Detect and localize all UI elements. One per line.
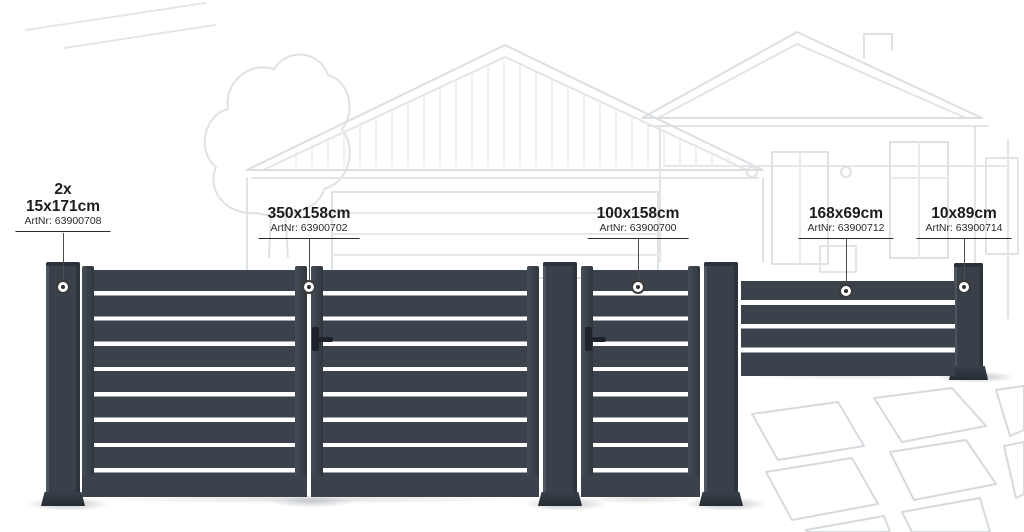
gate-bottom-rail — [311, 476, 539, 497]
callout-marker — [631, 280, 645, 294]
single-gate-lock-plate — [585, 327, 592, 351]
post-base — [699, 492, 743, 506]
right-house-sketch — [641, 31, 1019, 319]
gate-stile-right — [688, 266, 700, 497]
callout-size: 10x89cm — [931, 205, 997, 222]
callout-size: 100x158cm — [596, 205, 680, 222]
callout-single-gate: 100x158cm ArtNr: 63900700 — [587, 205, 689, 239]
post-base — [538, 492, 582, 506]
gate-stile-right — [527, 266, 539, 497]
callout-leader-line — [638, 239, 639, 280]
post-base — [41, 492, 85, 506]
gate-stile-left — [82, 266, 94, 497]
gate-bottom-rail — [82, 476, 307, 497]
double-gate-lock-plate — [312, 327, 319, 351]
callout-size: 168x69cm — [808, 205, 884, 222]
fence-post-left — [46, 262, 80, 494]
callout-artnr: ArtNr: 63900700 — [599, 222, 677, 234]
double-gate-left-leaf — [82, 266, 307, 497]
ground-shadow — [578, 494, 702, 504]
gate-bottom-rail — [581, 476, 700, 497]
post-base — [949, 366, 988, 380]
callout-artnr: ArtNr: 63900712 — [807, 222, 885, 234]
callout-leader-line — [309, 239, 310, 280]
callout-artnr: ArtNr: 63900702 — [270, 222, 348, 234]
fence-panel — [741, 281, 955, 376]
ground-shadow — [741, 372, 955, 380]
gate-stile-left — [311, 266, 323, 497]
panel-bottom-rail — [741, 356, 955, 376]
fence-post-end — [954, 263, 983, 368]
double-gate-right-leaf — [311, 266, 539, 497]
main-gable-sketch — [246, 44, 764, 179]
callout-marker — [957, 280, 971, 294]
callout-leader-line — [964, 239, 965, 280]
callout-leader-line — [63, 233, 64, 280]
callout-artnr: ArtNr: 63900714 — [925, 222, 1003, 234]
callout-size: 350x158cm — [267, 205, 351, 222]
fence-post-middle — [543, 262, 577, 494]
callout-marker — [56, 280, 70, 294]
gate-stile-left — [581, 266, 593, 497]
callout-posts: 2x 15x171cm ArtNr: 63900708 — [15, 181, 111, 232]
gate-stile-right — [295, 266, 307, 497]
callout-end-post: 10x89cm ArtNr: 63900714 — [916, 205, 1012, 239]
callout-fence-panel: 168x69cm ArtNr: 63900712 — [798, 205, 894, 239]
callout-double-gate: 350x158cm ArtNr: 63900702 — [258, 205, 360, 239]
double-gate-lock-handle — [318, 337, 333, 342]
callout-marker — [839, 284, 853, 298]
callout-size: 15x171cm — [25, 198, 101, 215]
callout-marker — [302, 280, 316, 294]
callout-leader-line — [846, 239, 847, 284]
single-gate-lock-handle — [591, 337, 606, 342]
callout-artnr: ArtNr: 63900708 — [24, 215, 102, 227]
tree-sketch — [203, 53, 351, 258]
fence-post-right-middle — [704, 262, 738, 494]
ground-shadow — [270, 496, 354, 508]
ground-shadow — [80, 494, 540, 504]
rooflines-top-left — [25, 2, 216, 49]
stone-path-sketch — [751, 385, 1024, 532]
callout-qty: 2x — [54, 181, 72, 198]
single-gate — [581, 266, 700, 497]
